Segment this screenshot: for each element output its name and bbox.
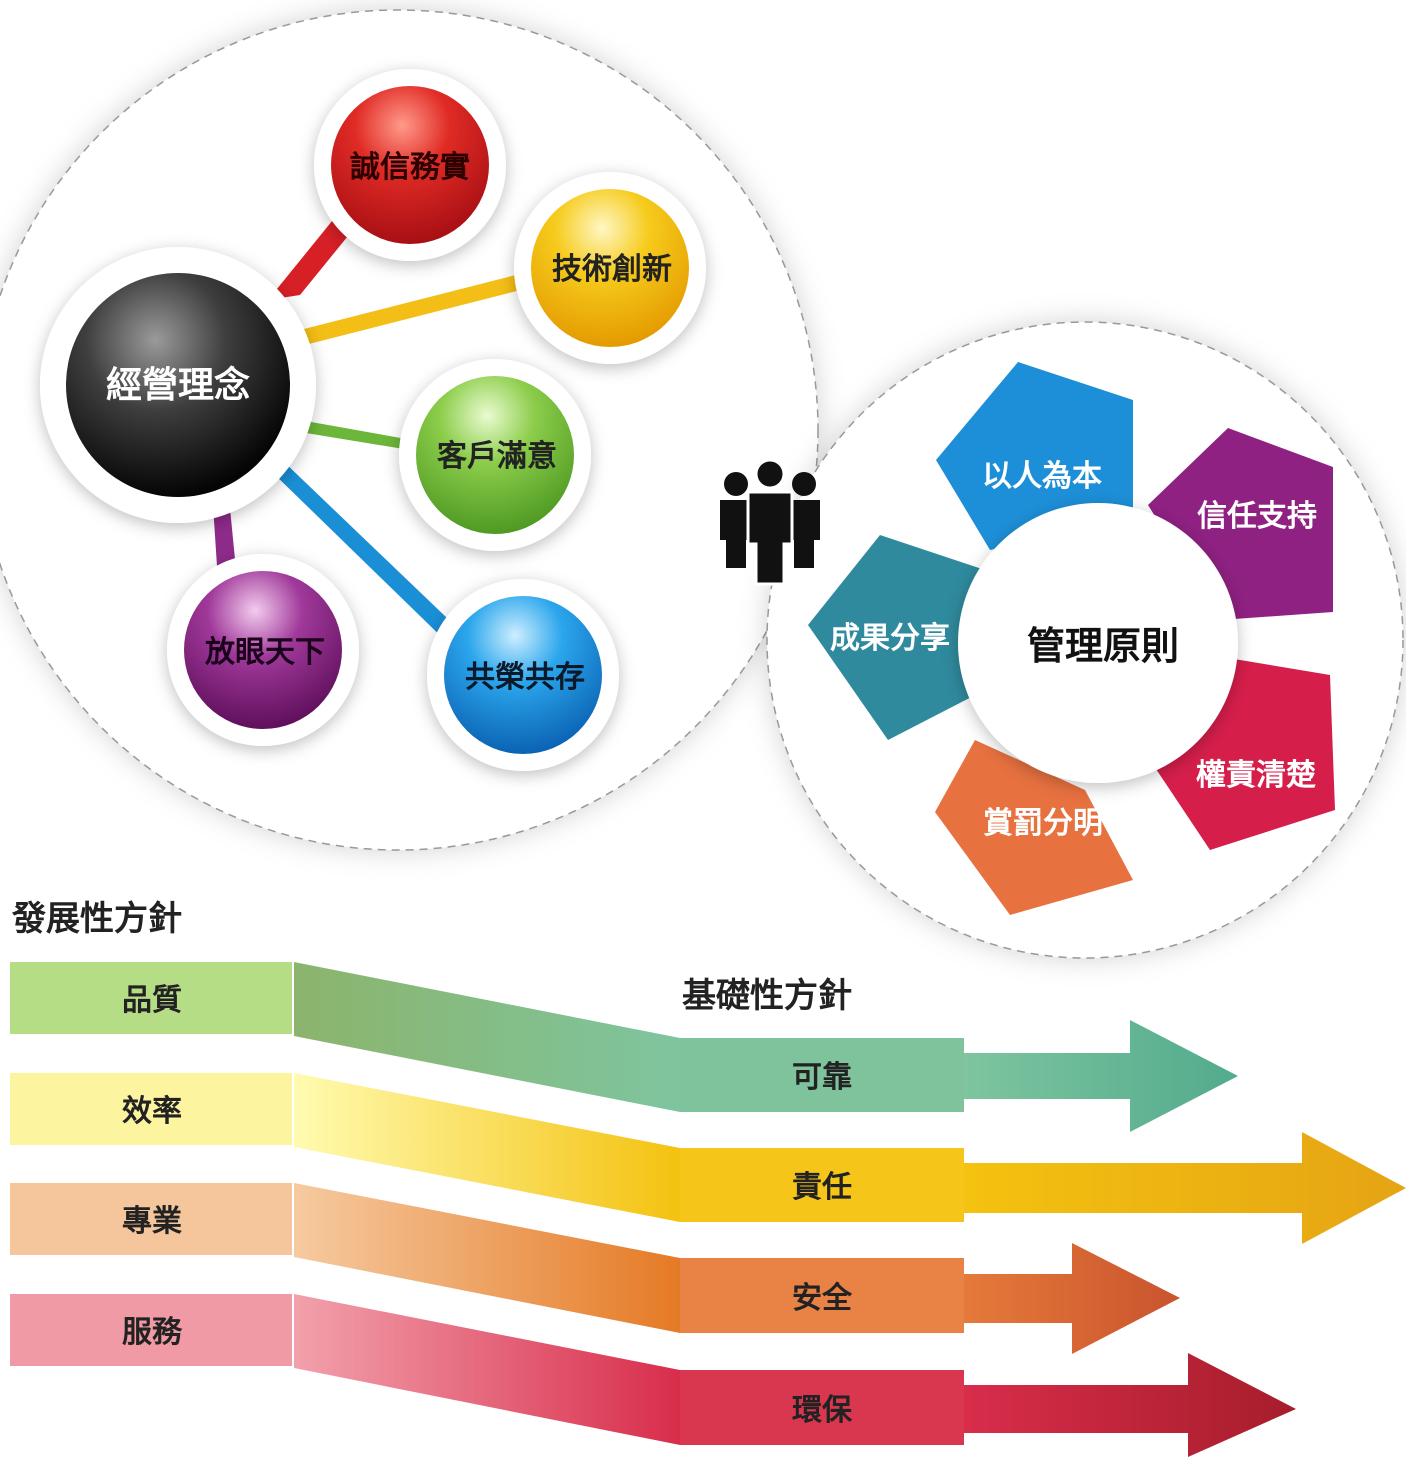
bubble-customer-satisfaction: 客戶滿意: [399, 359, 591, 551]
bubble-innovation: 技術創新: [514, 172, 706, 364]
bubble-global-vision-label: 放眼天下: [204, 635, 325, 670]
philosophy-center-label: 經營理念: [106, 364, 250, 406]
bubble-coexistence-label: 共榮共存: [465, 660, 585, 695]
development-policy-title: 發展性方針: [11, 899, 182, 939]
base-policy-responsibility: 責任: [792, 1170, 852, 1205]
petal-trust-support-label: 信任支持: [1197, 499, 1317, 534]
team-people-icon: [720, 458, 820, 586]
policy-row-efficiency: 效率 責任: [10, 1073, 1406, 1244]
petal-reward-punishment: [935, 740, 1133, 915]
policy-row-service: 服務 環保: [10, 1294, 1296, 1457]
base-policy-safety: 安全: [792, 1281, 853, 1316]
bubble-integrity: 誠信務實: [314, 69, 506, 261]
philosophy-center: 經營理念: [40, 247, 316, 523]
policy-row-quality: 品質 可靠: [10, 962, 1238, 1132]
petal-reward-punishment-label: 賞罰分明: [983, 806, 1103, 841]
policy-row-professional: 專業 安全: [10, 1183, 1180, 1354]
bubble-global-vision: 放眼天下: [167, 554, 359, 746]
management-center-label: 管理原則: [1027, 624, 1179, 668]
petal-clear-responsibility-label: 權責清楚: [1196, 758, 1316, 793]
dev-policy-quality: 品質: [122, 983, 182, 1018]
bubble-coexistence: 共榮共存: [427, 579, 619, 771]
dev-policy-service: 服務: [122, 1315, 183, 1350]
petal-result-sharing: [808, 535, 985, 740]
petal-people-first: [936, 362, 1133, 550]
dev-policy-efficiency: 效率: [122, 1094, 182, 1129]
dev-policy-professional: 專業: [122, 1204, 182, 1239]
base-policy-environment: 環保: [792, 1393, 853, 1428]
bubble-innovation-label: 技術創新: [552, 252, 672, 287]
management-petals: [808, 362, 1335, 915]
base-policy-reliable: 可靠: [792, 1060, 852, 1095]
petal-result-sharing-label: 成果分享: [830, 621, 950, 656]
management-center: 管理原則: [958, 503, 1238, 783]
bubble-customer-satisfaction-label: 客戶滿意: [437, 439, 557, 474]
bubble-integrity-label: 誠信務實: [350, 150, 470, 185]
petal-people-first-label: 以人為本: [982, 459, 1102, 494]
management-petal-labels: 以人為本 信任支持 權責清楚 賞罰分明 成果分享: [830, 459, 1317, 841]
foundation-policy-title: 基礎性方針: [682, 976, 852, 1016]
